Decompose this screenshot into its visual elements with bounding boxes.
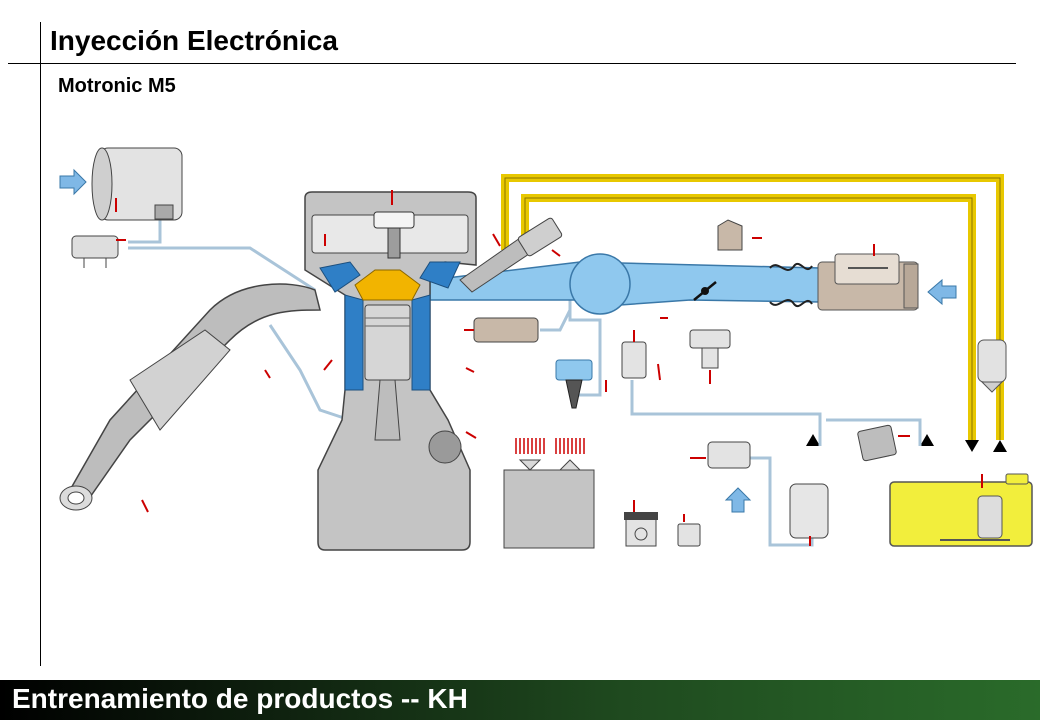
secondary-air-pump xyxy=(91,147,183,221)
page-subtitle: Motronic M5 xyxy=(58,75,176,97)
title-underline xyxy=(8,63,1016,64)
fuel-filter xyxy=(977,339,1007,393)
vertical-rule xyxy=(40,22,41,666)
signal-leads xyxy=(115,190,983,546)
tank-flow-arrows xyxy=(806,434,1007,452)
ecu-signal-bars xyxy=(515,438,585,454)
fuel-tank xyxy=(889,473,1033,547)
exhaust-system xyxy=(59,283,321,511)
canister-purge-valve xyxy=(621,329,731,379)
engine-block xyxy=(304,191,477,551)
valve-secondary-air xyxy=(71,235,119,268)
footer-title: Entrenamiento de productos -- KH xyxy=(12,683,468,714)
fuel-lines xyxy=(501,174,1004,440)
tank-vent-valve xyxy=(707,441,751,469)
pressure-inlet-arrow xyxy=(724,487,752,513)
relay-connector xyxy=(677,523,701,547)
ecu-unit xyxy=(503,459,595,549)
pressure-regulator xyxy=(857,424,897,462)
carbon-canister xyxy=(789,483,829,539)
air-inlet-arrow xyxy=(927,278,957,306)
idle-actuator xyxy=(473,317,539,343)
fuel-injector xyxy=(459,217,563,293)
intake-air-path xyxy=(429,253,821,315)
footer-bar: Entrenamiento de productos -- KH xyxy=(0,680,1040,720)
air-mass-meter xyxy=(817,253,919,311)
compressor-inlet-arrow xyxy=(59,168,87,196)
page-title: Inyección Electrónica xyxy=(50,25,338,56)
temperature-sensor xyxy=(555,359,593,409)
pressure-sensor xyxy=(717,219,743,251)
motronic-diagram xyxy=(59,147,1033,551)
diagnostic-lamp xyxy=(624,512,658,547)
